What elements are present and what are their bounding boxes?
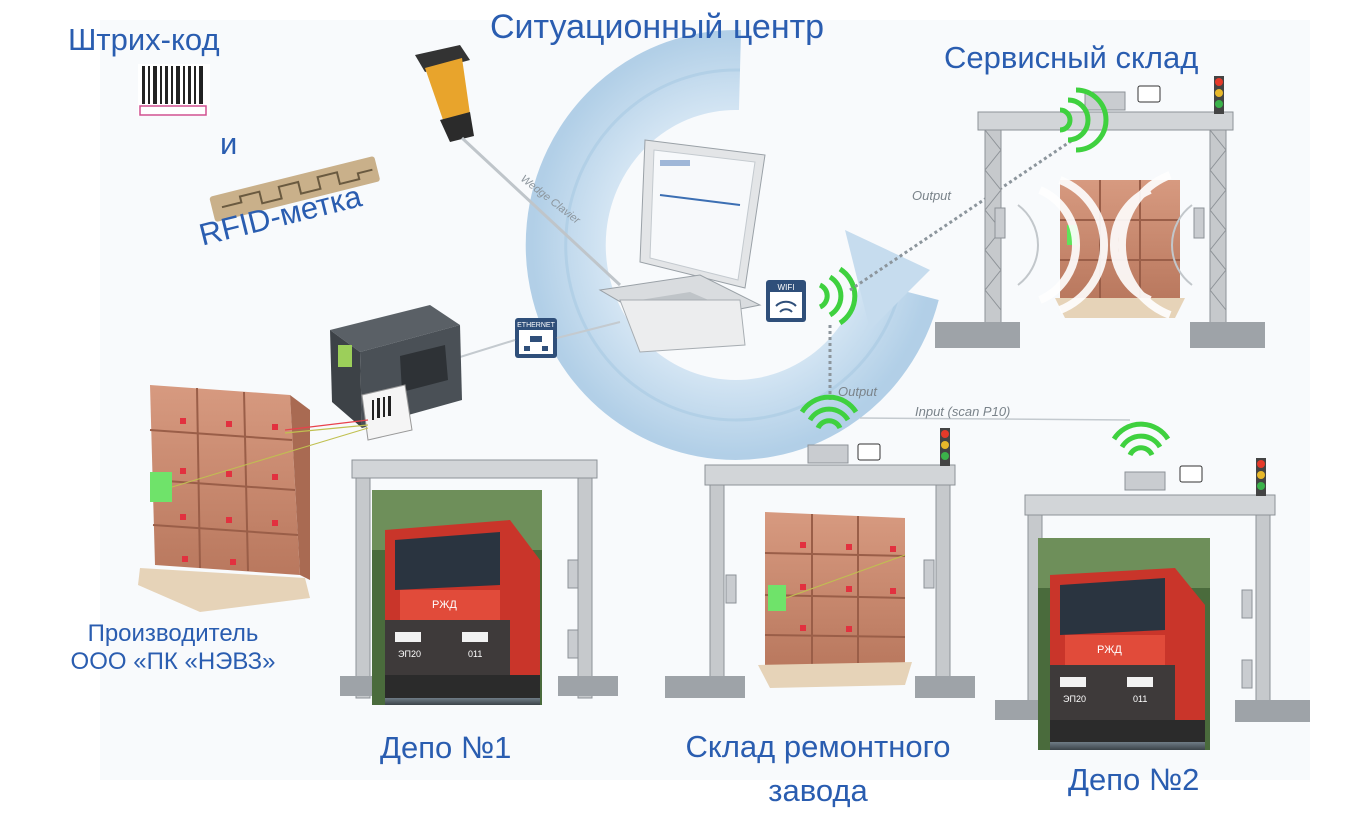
service-warehouse-label: Сервисный склад <box>944 40 1199 75</box>
barcode-label: Штрих-код <box>68 22 220 57</box>
output-label-2: Output <box>838 384 878 399</box>
wifi-signal-repair-icon <box>799 394 859 430</box>
manufacturer-pallet <box>138 385 369 612</box>
locomotive-depot-2: РЖД ЭП20 011 <box>1038 538 1210 750</box>
loco-unit-1: 011 <box>468 649 482 659</box>
wifi-signal-service-icon <box>1059 87 1109 153</box>
locomotive-depot-1: РЖД ЭП20 011 <box>372 490 542 705</box>
loco-number-1: ЭП20 <box>398 649 421 659</box>
wifi-box-icon: WIFI <box>766 280 806 322</box>
scanner-cable <box>460 136 622 287</box>
rfid-glow <box>150 472 172 502</box>
repair-warehouse-label: Склад ремонтного завода <box>668 725 968 813</box>
depot-2-label: Депо №2 <box>1068 762 1200 797</box>
and-label: и <box>220 126 238 161</box>
barcode-icon <box>138 64 210 116</box>
loco-number-2: ЭП20 <box>1063 694 1086 704</box>
rzd-logo-1: РЖД <box>432 599 457 611</box>
page-title: Ситуационный центр <box>490 8 825 46</box>
ethernet-label: ETHERNET <box>517 322 555 329</box>
link-input <box>859 417 1131 421</box>
wifi-signal-center-icon <box>818 266 858 326</box>
wifi-signal-depot2-icon <box>1111 421 1171 457</box>
loco-unit-2: 011 <box>1133 694 1147 704</box>
link-to-service <box>849 133 1081 292</box>
repair-pallet <box>758 512 912 688</box>
manufacturer-label: Производитель ООО «ПК «НЭВЗ» <box>58 620 288 676</box>
gate-repair-warehouse <box>665 428 975 698</box>
rfid-waves-service <box>1038 171 1172 319</box>
ethernet-icon: ETHERNET <box>515 318 557 358</box>
rfid-waves-service-outline <box>1017 204 1193 286</box>
rfid-tag-icon <box>209 156 380 222</box>
manufacturer-line-2: ООО «ПК «НЭВЗ» <box>70 648 276 675</box>
cycle-arrow <box>525 29 939 460</box>
wifi-label: WIFI <box>778 283 795 292</box>
depot-1-label: Депо №1 <box>380 730 512 765</box>
computer-icon <box>598 139 766 353</box>
repair-line-2: завода <box>768 773 868 808</box>
gate-depot-2 <box>995 458 1310 722</box>
repair-line-1: Склад ремонтного <box>685 729 951 764</box>
manufacturer-line-1: Производитель <box>87 620 259 647</box>
gate-depot-1 <box>340 459 618 699</box>
barcode-scanner-icon <box>415 45 474 142</box>
input-label: Input (scan P10) <box>915 404 1010 419</box>
rzd-logo-2: РЖД <box>1097 644 1122 656</box>
label-printer-icon <box>330 305 462 441</box>
ethernet-cable <box>556 321 621 339</box>
arrow-head <box>845 230 930 330</box>
output-label-1: Output <box>912 188 952 203</box>
